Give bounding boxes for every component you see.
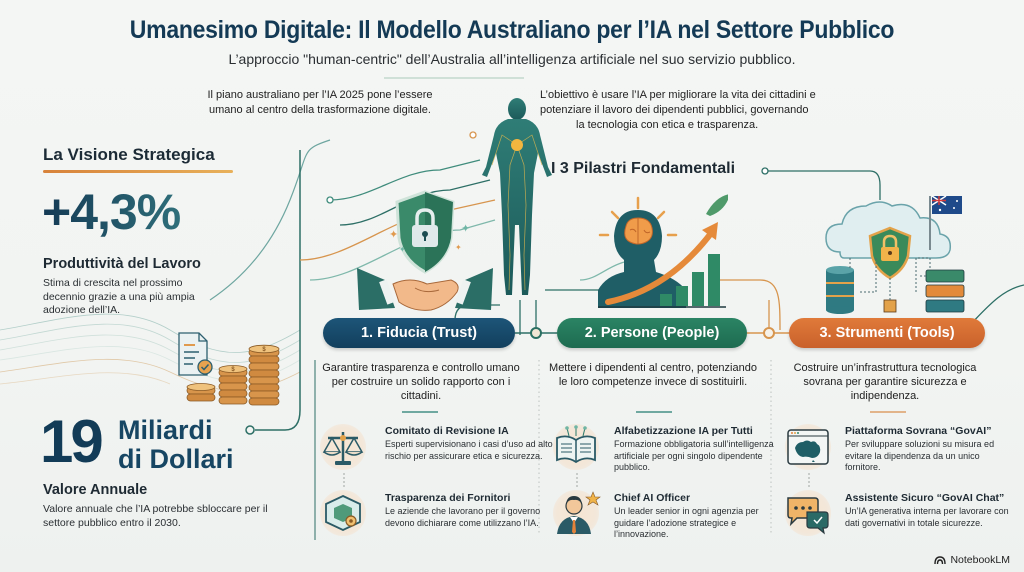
australia-map-window-icon	[785, 424, 831, 470]
executive-star-icon	[553, 490, 601, 536]
point-vendor-transparency: Trasparenza dei Fornitori Le aziende che…	[385, 492, 555, 529]
pillar-1-divider	[402, 411, 438, 413]
annual-value-unit: Miliardi di Dollari	[118, 416, 234, 474]
point-title: Alfabetizzazione IA per Tutti	[614, 425, 753, 437]
point-description: Formazione obbligatoria sull’intelligenz…	[614, 439, 774, 472]
connector-node	[763, 327, 775, 339]
pillar-2-people-header: 2. Persone (People)	[557, 318, 747, 348]
intro-right-line2: potenziare il lavoro dei dipendenti pubb…	[540, 104, 809, 116]
footer-brand: NotebookLM	[950, 554, 1010, 566]
point-description: Un leader senior in ogni agenzia per gui…	[614, 506, 759, 539]
annual-value-label: Valore Annuale	[43, 482, 148, 498]
annual-value-description: Valore annuale che l’IA potrebbe sblocca…	[43, 503, 268, 529]
point-description: Le aziende che lavorano per il governo d…	[385, 506, 541, 528]
annual-value-unit-line2: di Dollari	[118, 444, 234, 474]
dotted-connector	[808, 473, 810, 487]
pillar-1-trust-header: 1. Fiducia (Trust)	[323, 318, 515, 348]
svg-text:✦: ✦	[461, 223, 470, 235]
pillar-3-tools-header: 3. Strumenti (Tools)	[789, 318, 985, 348]
transparent-box-gear-icon	[320, 490, 366, 536]
productivity-value: +4,3%	[42, 184, 181, 240]
point-title: Piattaforma Sovrana “GovAI”	[845, 425, 992, 437]
point-title: Comitato di Revisione IA	[385, 425, 509, 437]
point-title: Trasparenza dei Fornitori	[385, 492, 511, 504]
subtitle-divider	[384, 77, 524, 79]
svg-text:✦: ✦	[399, 245, 406, 254]
point-title: Assistente Sicuro “GovAI Chat”	[845, 492, 1005, 504]
pillar-3-divider	[870, 411, 906, 413]
intro-right-line3: la tecnologia con etica e trasparenza.	[576, 119, 759, 131]
page-subtitle: L’approccio "human-centric" dell’Austral…	[228, 51, 796, 67]
vision-title-underline	[43, 170, 233, 173]
cloud-security-flag-icon	[825, 195, 965, 314]
point-description: Esperti supervisionano i casi d’uso ad a…	[385, 439, 553, 461]
head-brain-growth-icon	[598, 194, 728, 308]
svg-text:$: $	[262, 347, 266, 353]
point-ai-literacy: Alfabetizzazione IA per Tutti Formazione…	[614, 425, 784, 474]
svg-text:✦: ✦	[455, 243, 462, 252]
chat-bubbles-icon	[785, 490, 831, 536]
human-figure-icon	[482, 98, 552, 295]
dotted-connector	[576, 473, 578, 487]
document-coins-icon: $ $	[178, 332, 280, 406]
pillar-3-description: Costruire un’infrastruttura tecnologica …	[793, 362, 977, 402]
pillars-heading: I 3 Pilastri Fondamentali	[551, 160, 736, 177]
pillar-2-description: Mettere i dipendenti al centro, potenzia…	[549, 362, 757, 388]
scales-icon	[320, 424, 366, 470]
annual-value-number: 19	[40, 408, 104, 475]
open-book-icon	[553, 424, 599, 470]
connector-node	[530, 327, 542, 339]
dotted-connector	[343, 473, 345, 487]
point-govai-platform: Piattaforma Sovrana “GovAI” Per sviluppa…	[845, 425, 1015, 474]
page-title: Umanesimo Digitale: Il Modello Australia…	[129, 16, 895, 44]
productivity-label: Produttività del Lavoro	[43, 256, 201, 272]
point-title: Chief AI Officer	[614, 492, 691, 504]
vision-title: La Visione Strategica	[43, 145, 215, 164]
point-govai-chat: Assistente Sicuro “GovAI Chat” Un’IA gen…	[845, 492, 1015, 529]
point-description: Per sviluppare soluzioni su misura ed ev…	[845, 439, 995, 472]
notebooklm-logo-icon	[934, 556, 947, 565]
pillar-2-divider	[636, 411, 672, 413]
shield-handshake-icon: ✦ ✦ ✦ ✦	[357, 190, 493, 311]
point-description: Un’IA generativa interna per lavorare co…	[845, 506, 1009, 528]
intro-right-line1: L’obiettivo è usare l’IA per migliorare …	[540, 89, 816, 101]
point-review-committee: Comitato di Revisione IA Esperti supervi…	[385, 425, 555, 462]
intro-left-text: Il piano australiano per l’IA 2025 pone …	[207, 89, 433, 116]
productivity-description: Stima di crescita nel prossimo decennio …	[43, 277, 195, 316]
svg-text:$: $	[231, 367, 235, 373]
annual-value-unit-line1: Miliardi	[118, 415, 213, 445]
pillar-1-description: Garantire trasparenza e controllo umano …	[322, 362, 520, 402]
svg-text:✦: ✦	[389, 229, 398, 241]
notebooklm-watermark: NotebookLM	[934, 554, 1010, 566]
point-chief-ai-officer: Chief AI Officer Un leader senior in ogn…	[614, 492, 784, 541]
intro-right-text: L’obiettivo è usare l’IA per migliorare …	[540, 88, 860, 133]
